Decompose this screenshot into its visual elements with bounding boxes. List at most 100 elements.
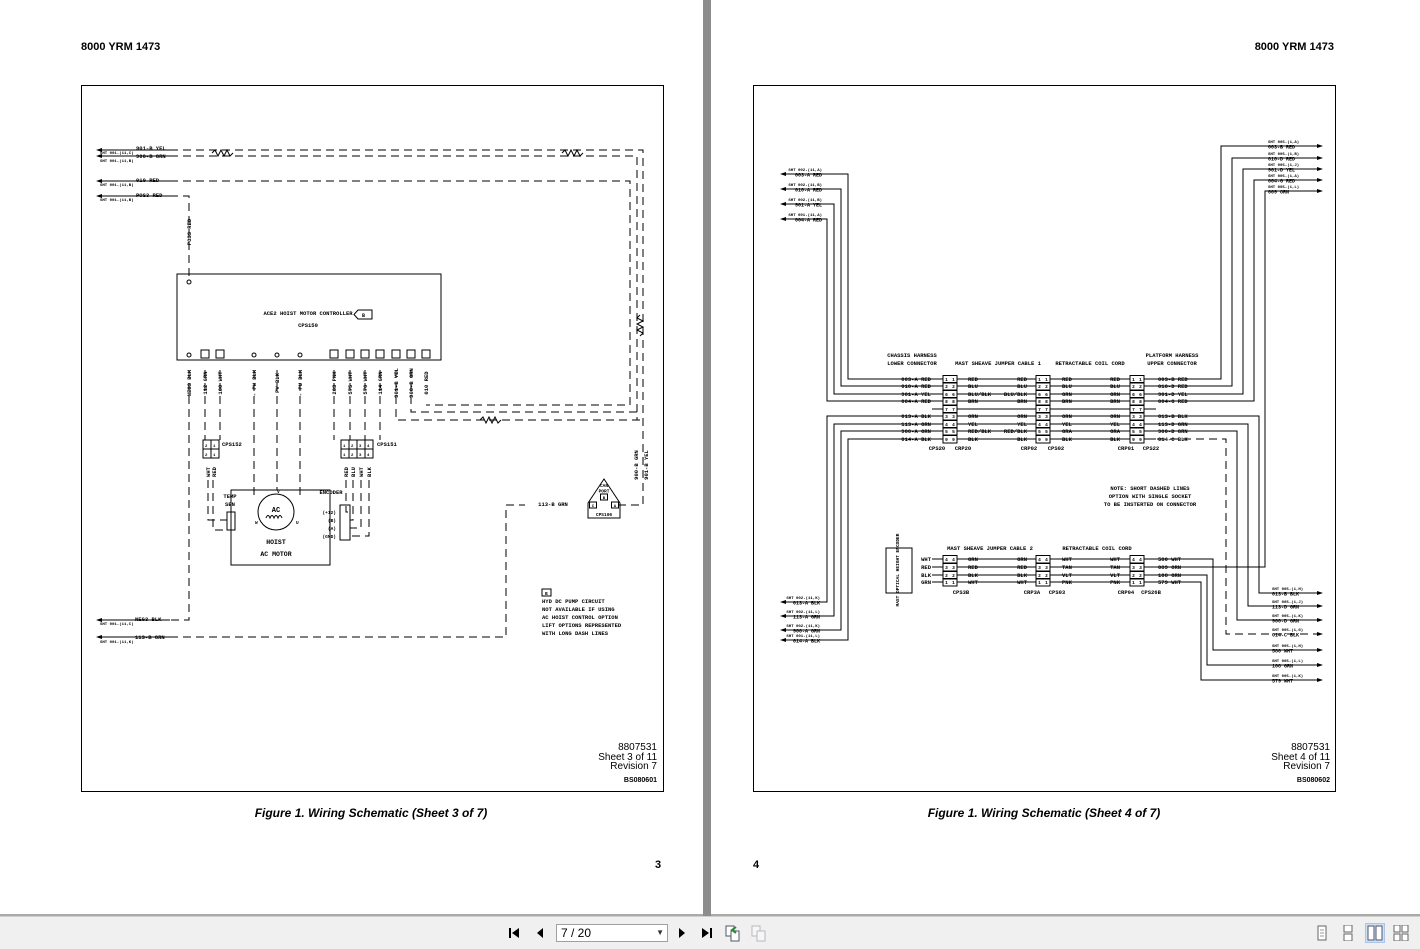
previous-page-icon — [537, 928, 543, 938]
off-sheet-wire-label: 113-A GRN — [793, 615, 820, 621]
wire-color: ORN — [1017, 413, 1027, 420]
previous-page-button[interactable] — [530, 923, 550, 943]
pin-number: 2 — [945, 384, 948, 390]
schematic-label: 900-B GRN — [408, 368, 415, 398]
continuous-facing-icon — [1393, 925, 1409, 941]
off-sheet-wire-label: 580 WHT — [1272, 649, 1293, 655]
pin-number: 7 — [1139, 407, 1142, 413]
next-page-button[interactable] — [672, 923, 692, 943]
single-page-view-button[interactable] — [1312, 923, 1332, 943]
pin-number: 3 — [945, 565, 948, 571]
pin-number: 8 — [1038, 399, 1041, 405]
wire-color: RED — [1110, 376, 1121, 383]
next-page-icon — [679, 928, 685, 938]
schematic-label: AC — [272, 507, 280, 515]
pdf-page-4: 8000 YRM 1473 8807531 Sheet 4 of 11 Revi… — [711, 0, 1420, 914]
encoder-label: MAST OPTICAL HEIGHT ENCODER — [895, 533, 901, 606]
wire-label: 014-A BLK — [901, 436, 931, 443]
pin-number: 5 — [1045, 429, 1048, 435]
continuous-page-icon — [1343, 925, 1353, 941]
dropdown-arrow-icon[interactable]: ▼ — [656, 928, 664, 937]
pin-number: 2 — [1139, 384, 1142, 390]
pin-number: 4 — [1139, 557, 1142, 563]
wire-color: BLU — [1062, 383, 1072, 390]
schematic-label: RED — [211, 466, 218, 477]
pin-number: 2 — [1038, 384, 1041, 390]
schematic-label: AC MOTOR — [260, 551, 291, 558]
next-view-button[interactable] — [749, 923, 769, 943]
wire-label: 013-A BLK — [901, 413, 931, 420]
pin-number: 1 — [1132, 580, 1135, 586]
drawing-number: 8807531 — [618, 742, 657, 753]
pin-number: 7 — [945, 407, 948, 413]
schematic-label: - PW BLK — [251, 369, 258, 396]
schematic-label: ENCODER — [319, 489, 343, 496]
off-sheet-reference: SHT 005-(1,K) — [1272, 614, 1303, 619]
pin-number: 4 — [945, 422, 948, 428]
schematic-label: 901-B YEL — [393, 367, 400, 397]
hoist-ac-motor-box — [230, 489, 331, 566]
drawing-frame — [753, 85, 1336, 792]
off-sheet-wire-label: 004-G RED — [1268, 179, 1295, 185]
first-page-button[interactable] — [505, 923, 525, 943]
schematic-label: WHT — [205, 466, 212, 477]
schematic-label: WITH LONG DASH LINES — [542, 630, 609, 637]
wire-color: BLK — [1062, 436, 1073, 443]
wire-color: VLT — [1110, 572, 1121, 579]
continuous-view-button[interactable] — [1338, 923, 1358, 943]
schematic-label: SHT 001-(11,C) — [100, 151, 134, 156]
pin-number: 4 — [952, 557, 955, 563]
pin-number: 4 — [945, 557, 948, 563]
wire-color: BLU/BLK — [968, 391, 992, 398]
wire-label: WHT — [921, 556, 932, 563]
schematic-label: 112 GRN — [202, 371, 209, 394]
page-number-input[interactable]: 7 / 20▼ — [556, 924, 668, 942]
off-sheet-wire-label: 004-A RED — [795, 218, 822, 224]
pin-number: 2 — [952, 573, 955, 579]
wire-color: GRN — [968, 556, 978, 563]
continuous-facing-view-button[interactable] — [1391, 923, 1411, 943]
pin-number: 4 — [1132, 557, 1135, 563]
off-sheet-reference: SHT 005-(1,A) — [1268, 140, 1299, 145]
schematic-label: CPS152 — [222, 441, 242, 448]
pin-number: 4 — [1045, 557, 1048, 563]
harness-header: MAST SHEAVE JUMPER CABLE 2 — [947, 545, 1033, 552]
schematic-label: 4 — [367, 454, 370, 458]
facing-pages-icon — [1367, 925, 1383, 941]
previous-view-button[interactable] — [723, 923, 743, 943]
pin-number: 6 — [945, 392, 948, 398]
off-sheet-reference: SHT 005-(1,A) — [1268, 174, 1299, 179]
wire-color: GRN — [1062, 391, 1072, 398]
pin-number: 8 — [1139, 399, 1142, 405]
pin-number: 1 — [1045, 580, 1048, 586]
schematic-label: (B) — [328, 518, 336, 524]
connector-label: CPS22 — [1143, 445, 1160, 452]
page-header: 8000 YRM 1473 — [81, 41, 161, 53]
pin-number: 3 — [1045, 565, 1048, 571]
pin-number: 9 — [945, 437, 948, 443]
schematic-label: B — [603, 497, 606, 501]
harness-wires — [932, 378, 1156, 440]
pin-number: 3 — [1038, 414, 1041, 420]
wire-color: GRN — [1017, 556, 1027, 563]
sheet-number: Sheet 4 of 11 — [1271, 751, 1330, 763]
schematic-label: BLU — [350, 467, 357, 477]
off-sheet-wire-label: 003-A RED — [795, 173, 822, 179]
controller-pins — [186, 279, 431, 359]
pin-number: 8 — [1132, 399, 1135, 405]
schematic-label: 3 — [359, 445, 362, 449]
wire-color: RED — [968, 376, 979, 383]
connector-label: CRP04 — [1118, 589, 1135, 596]
last-page-button[interactable] — [696, 923, 716, 943]
wire-color: WHT — [968, 579, 979, 586]
off-sheet-reference: SHT 005-(1,L) — [1272, 659, 1303, 664]
previous-view-icon — [725, 925, 740, 942]
wire-color: YEL — [1110, 421, 1121, 428]
schematic-label: A — [614, 505, 617, 509]
facing-view-button[interactable] — [1365, 923, 1385, 943]
pin-number: 3 — [1139, 565, 1142, 571]
schematic-label: C — [592, 505, 595, 509]
temp-sensor — [226, 511, 236, 531]
wire-color: BLU — [1110, 383, 1120, 390]
connector-label: CRP3A — [1024, 589, 1041, 596]
